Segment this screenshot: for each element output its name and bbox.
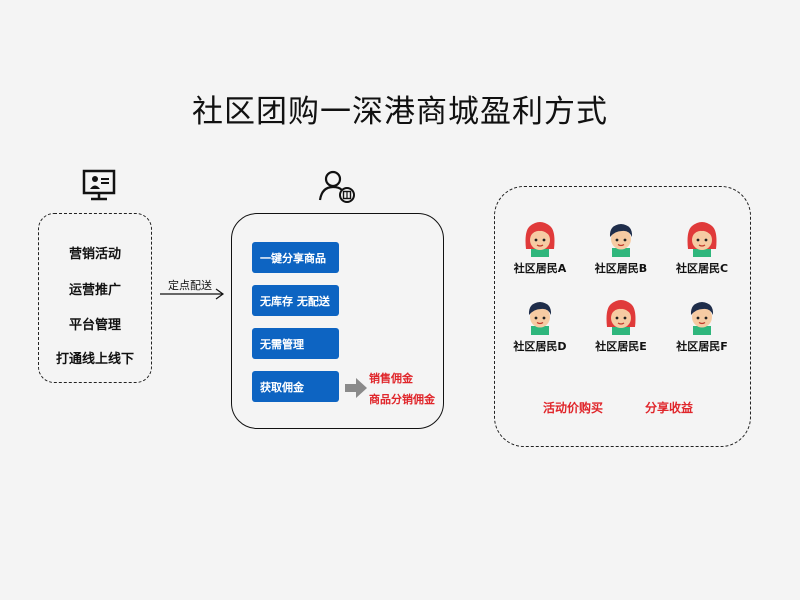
resident-card: 社区居民E (586, 297, 656, 354)
resident-label: 社区居民A (513, 262, 567, 275)
resident-label: 社区居民C (675, 262, 729, 275)
no-inventory-item: 无库存 无配送 (252, 285, 339, 316)
right-arrow-icon (160, 288, 225, 300)
resident-label: 社区居民F (676, 340, 728, 353)
male-avatar-icon (690, 302, 714, 335)
user-group-badge-icon (318, 170, 355, 203)
distribution-commission-text: 商品分销佣金 (369, 393, 435, 406)
residents-box: 社区居民A 社区居民B 社区居民C 社区居民D 社区居民E 社区居民F 活动价购买 分享收… (494, 186, 751, 447)
left-item: 运营推广 (68, 283, 121, 298)
resident-label: 社区居民D (513, 340, 567, 353)
resident-card: 社区居民C (667, 219, 737, 276)
monitor-user-icon (82, 169, 116, 201)
left-item: 打通线上线下 (55, 352, 134, 367)
female-avatar-icon (606, 300, 636, 335)
no-management-item: 无需管理 (252, 328, 339, 359)
left-item: 营销活动 (68, 247, 121, 262)
activity-price-text: 活动价购买 (543, 401, 604, 415)
gray-right-arrow-icon (345, 378, 367, 398)
female-avatar-icon (525, 222, 555, 257)
resident-card: 社区居民B (586, 219, 656, 276)
resident-card: 社区居民D (505, 297, 575, 354)
delivery-label: 定点配送 (168, 279, 212, 292)
female-avatar-icon (687, 222, 717, 257)
left-item: 平台管理 (68, 318, 121, 333)
group-leader-box: 一键分享商品 无库存 无配送 无需管理 获取佣金 销售佣金 商品分销佣金 (231, 213, 444, 429)
page-title: 社区团购一深港商城盈利方式 (192, 94, 608, 130)
male-avatar-icon (528, 302, 552, 335)
resident-card: 社区居民F (667, 297, 737, 354)
share-income-text: 分享收益 (645, 401, 694, 415)
earn-commission-item: 获取佣金 (252, 371, 339, 402)
resident-label: 社区居民B (594, 262, 648, 275)
sales-commission-text: 销售佣金 (369, 372, 413, 385)
platform-features-box: 营销活动 运营推广 平台管理 打通线上线下 (38, 213, 152, 383)
male-avatar-icon (609, 224, 633, 257)
resident-label: 社区居民E (595, 340, 647, 353)
resident-card: 社区居民A (505, 219, 575, 276)
share-products-item: 一键分享商品 (252, 242, 339, 273)
